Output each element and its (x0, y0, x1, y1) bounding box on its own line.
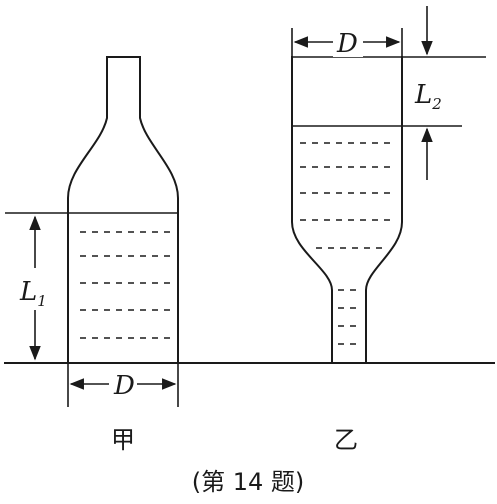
bottle-jia-liquid (80, 231, 172, 339)
d-right-label-bg (333, 27, 363, 57)
d-left-label-bg (109, 368, 137, 400)
bottle-jia-left-wall (67, 56, 108, 364)
l1-label-bg (16, 268, 56, 310)
bottle-jia-right-wall (106, 56, 179, 364)
d-right-label: D (336, 29, 358, 59)
bottle-yi-right-wall (365, 56, 403, 364)
label-jia: 甲 (111, 426, 135, 454)
bottle-yi-liquid (300, 142, 396, 345)
l2-label: L2 (414, 80, 442, 113)
d-left-label: D (113, 371, 135, 401)
bottle-yi-left-wall (291, 56, 333, 364)
bottle-jia: L1 D 甲 (5, 56, 179, 454)
figure-caption: (第 14 题) (192, 468, 305, 496)
label-yi: 乙 (334, 426, 358, 454)
l1-label: L1 (19, 277, 47, 310)
bottle-yi: D L2 乙 (291, 6, 486, 454)
